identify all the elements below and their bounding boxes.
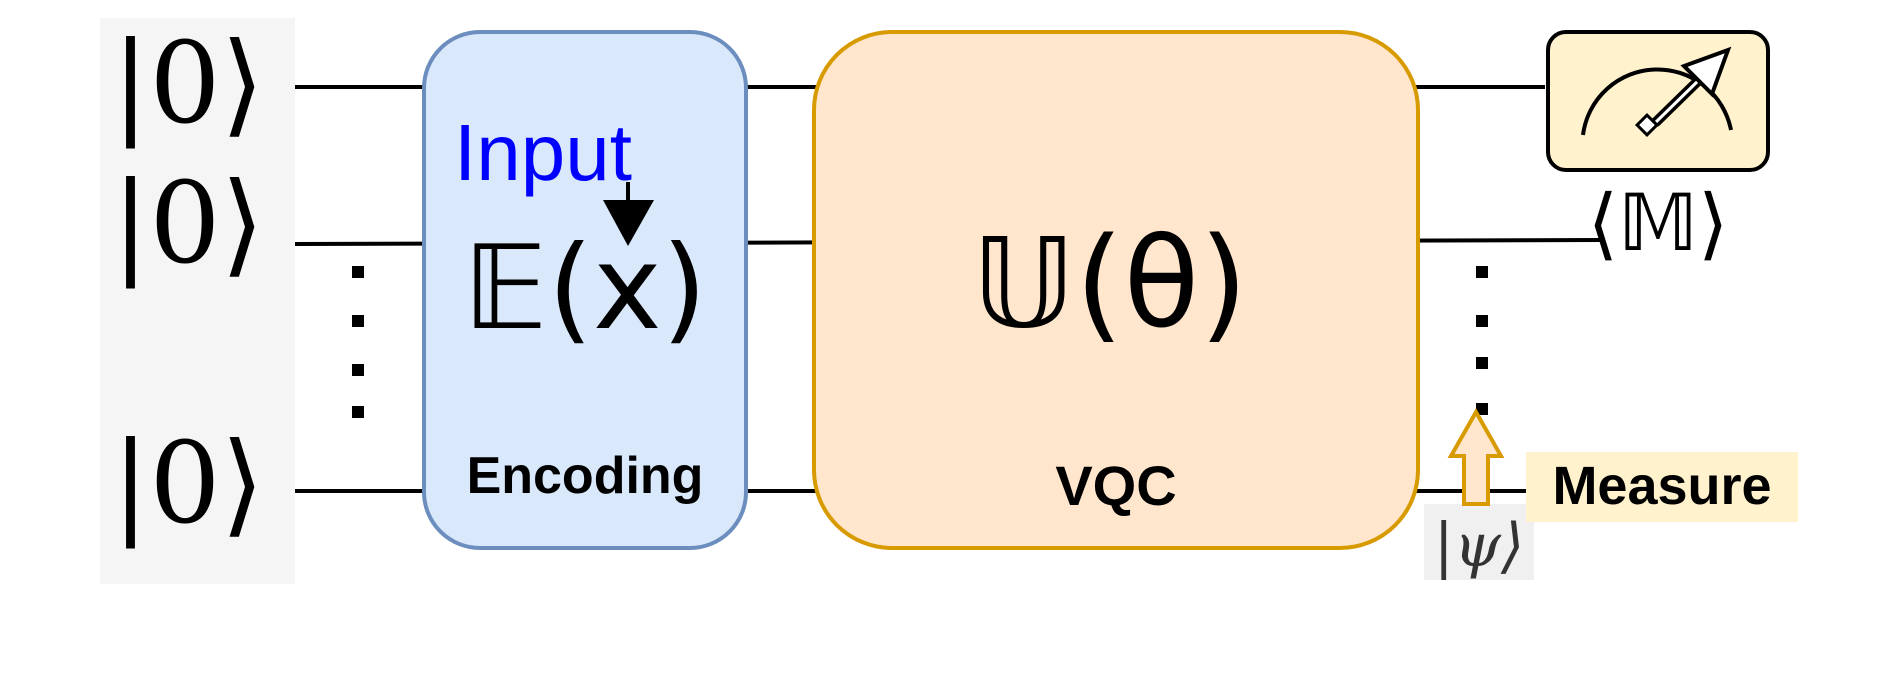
vqc-block — [812, 30, 1420, 550]
measure-label-bg — [1526, 452, 1798, 522]
qubit-state-3: |0⟩ — [112, 419, 265, 549]
qubit-state-2: |0⟩ — [112, 159, 265, 289]
input-label: Input — [454, 108, 632, 197]
measure-label: Measure — [1552, 456, 1771, 516]
input-arrow — [603, 182, 654, 246]
state-arrow-up — [1447, 407, 1505, 506]
ellipsis-dots-left — [352, 266, 364, 418]
psi-label-bg — [1424, 504, 1534, 580]
measurement-meter — [1546, 30, 1770, 172]
encoding-label: Encoding — [467, 447, 704, 505]
encoding-block — [422, 30, 748, 550]
vqc-label: VQC — [1055, 454, 1176, 517]
expectation-label: ⟨𝕄⟩ — [1588, 179, 1729, 269]
ellipsis-dots-right — [1476, 266, 1488, 415]
qubit-panel — [100, 18, 295, 584]
gauge-needle-icon — [1634, 46, 1732, 138]
psi-state-label: |ψ⟩ — [1434, 511, 1525, 581]
qubit-state-1: |0⟩ — [112, 19, 265, 149]
gauge-icon — [1581, 67, 1733, 136]
vqc-formula: 𝕌(θ) — [972, 212, 1248, 356]
encoding-formula: 𝔼(x) — [463, 221, 707, 356]
